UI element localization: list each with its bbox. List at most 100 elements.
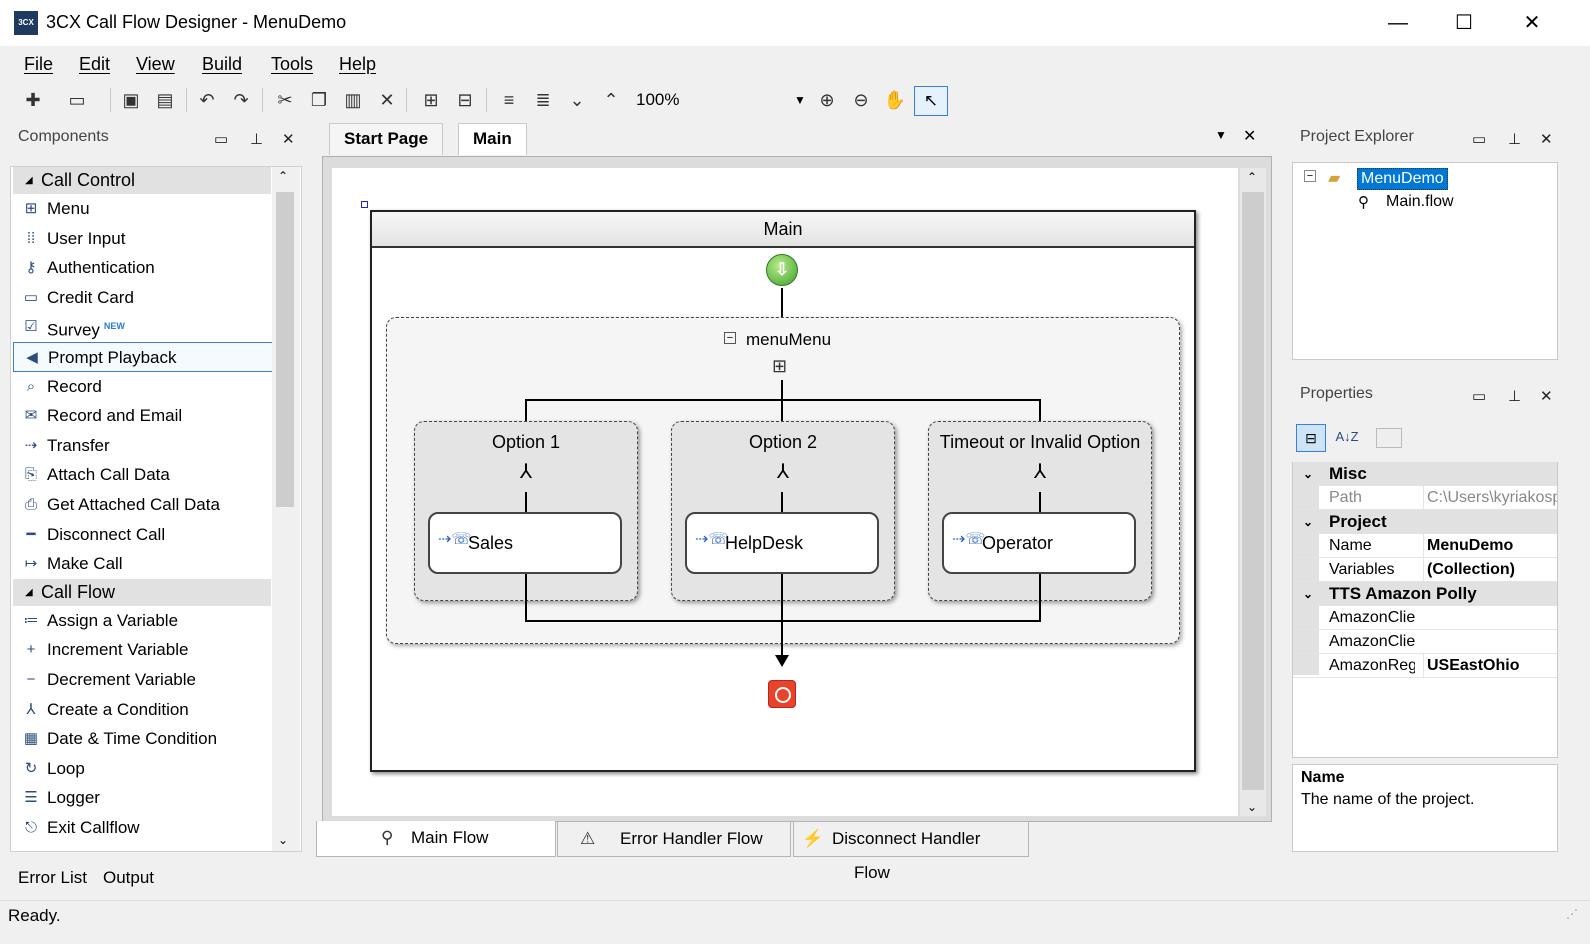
chevron-down-icon[interactable]: ▼ [794,93,806,107]
collapse-icon[interactable]: − [1304,170,1316,182]
menu-help[interactable]: Help [339,54,377,74]
component-disconnect-call[interactable]: ━Disconnect Call [13,520,273,550]
build-icon[interactable]: ⊞ [423,90,439,110]
chevron-down-icon[interactable]: ▼ [1215,128,1227,142]
zoom-in-icon[interactable]: ⊕ [819,90,835,110]
window-position-icon[interactable]: ▭ [1472,388,1487,405]
pin-icon[interactable]: ⊥ [1508,131,1522,148]
chevron-down-icon[interactable]: ⌄ [1303,515,1314,529]
tree-item-main-flow[interactable]: Main.flow [1386,193,1454,210]
chevron-down-icon[interactable]: ⌄ [278,833,289,847]
save-icon[interactable]: ▣ [122,90,140,110]
tab-main-flow[interactable]: ⚲ Main Flow [316,821,556,857]
close-button[interactable]: ✕ [1523,12,1541,34]
pin-icon[interactable]: ⊥ [250,131,264,148]
component-assign-a-variable[interactable]: ≔Assign a Variable [13,606,273,636]
resize-grip-icon[interactable]: ⋰ [1566,907,1578,921]
chevron-up-icon[interactable]: ⌃ [278,169,289,183]
component-increment-variable[interactable]: +Increment Variable [13,635,273,665]
component-date-time-condition[interactable]: ▦Date & Time Condition [13,724,273,754]
window-position-icon[interactable]: ▭ [1472,131,1487,148]
undo-icon[interactable]: ↶ [199,90,215,110]
tab-error-handler-flow[interactable]: ⚠ Error Handler Flow [557,821,791,857]
property-pages-icon[interactable] [1376,428,1402,448]
component-user-input[interactable]: ⁞⁞User Input [13,224,273,254]
zoom-select[interactable]: 100% [636,90,680,109]
categorized-icon[interactable]: ⊟ [1296,424,1326,452]
property-category-project[interactable]: ⌄ Project [1293,510,1557,534]
component-create-a-condition[interactable]: ⅄Create a Condition [13,695,273,725]
pointer-icon[interactable]: ↖ [914,86,948,116]
collapse-icon[interactable]: − [724,332,736,344]
expand-triangle-icon[interactable]: ◢ [25,586,33,598]
tree-item-project[interactable]: MenuDemo [1357,168,1448,190]
property-row-name[interactable]: Name MenuDemo [1293,534,1557,558]
delete-icon[interactable]: ✕ [379,90,395,110]
property-row-variables[interactable]: Variables (Collection) [1293,558,1557,582]
property-row-amazon-client-2[interactable]: AmazonClier [1293,630,1557,654]
component-exit-callflow[interactable]: ⎋Exit Callflow [13,813,273,843]
component-record-and-email[interactable]: ✉Record and Email [13,401,273,431]
window-position-icon[interactable]: ▭ [214,131,229,148]
component-menu[interactable]: ⊞Menu [13,194,273,224]
comment-icon[interactable]: ≡ [503,90,515,110]
minimize-button[interactable]: — [1388,12,1408,34]
component-attach-call-data[interactable]: ⎘Attach Call Data [13,460,273,490]
close-panel-icon[interactable]: ✕ [1540,131,1553,148]
uncomment-icon[interactable]: ≣ [535,90,551,110]
menu-build[interactable]: Build [202,54,243,74]
tab-start-page[interactable]: Start Page [329,123,444,155]
tab-disconnect-handler-flow[interactable]: ⚡ Disconnect Handler Flow [793,821,1029,882]
paste-icon[interactable]: ▥ [344,90,362,110]
property-row-path[interactable]: Path C:\Users\kyriakosp [1293,486,1557,510]
close-tab-icon[interactable]: ✕ [1243,128,1257,145]
maximize-button[interactable]: ☐ [1455,12,1473,34]
pan-hand-icon[interactable]: ✋ [883,90,907,110]
component-get-attached-call-data[interactable]: ⎙Get Attached Call Data [13,490,273,520]
chevron-down-icon[interactable]: ⌄ [1247,800,1258,814]
property-value[interactable]: (Collection) [1423,558,1557,581]
property-value[interactable]: USEastOhio [1423,654,1557,677]
category-header[interactable]: ◢Call Control [13,167,271,194]
component-credit-card[interactable]: ▭Credit Card [13,283,273,313]
property-category-misc[interactable]: ⌄ Misc [1293,462,1557,486]
close-panel-icon[interactable]: ✕ [282,131,295,148]
end-icon[interactable] [768,680,796,708]
start-icon[interactable]: ⇩ [766,254,798,286]
chevron-down-icon[interactable]: ⌄ [1303,467,1314,481]
component-prompt-playback[interactable]: ◀Prompt Playback [13,341,273,372]
new-project-icon[interactable]: ✚ [25,90,41,110]
scrollbar-thumb[interactable] [276,192,294,507]
alphabetical-icon[interactable]: A↓Z [1335,429,1359,444]
move-down-icon[interactable]: ⌄ [569,90,585,110]
move-up-icon[interactable]: ⌃ [603,90,619,110]
close-panel-icon[interactable]: ✕ [1540,388,1553,405]
component-transfer[interactable]: ⇢Transfer [13,431,273,461]
menu-view[interactable]: View [136,54,175,74]
tab-output[interactable]: Output [103,868,155,887]
property-row-amazon-region[interactable]: AmazonReg USEastOhio [1293,654,1557,678]
chevron-up-icon[interactable]: ⌃ [1247,170,1258,184]
tab-main[interactable]: Main [458,123,527,155]
tab-error-list[interactable]: Error List [18,868,87,887]
cut-icon[interactable]: ✂ [277,90,293,110]
transfer-operator[interactable]: ⇢☏ Operator [942,512,1136,574]
open-folder-icon[interactable]: ▭ [68,90,86,110]
pin-icon[interactable]: ⊥ [1508,388,1522,405]
build-all-icon[interactable]: ⊟ [457,90,473,110]
component-authentication[interactable]: ⚷Authentication [13,253,273,283]
component-loop[interactable]: ↻Loop [13,754,273,784]
property-value[interactable]: MenuDemo [1423,534,1557,557]
menu-edit[interactable]: Edit [79,54,111,74]
component-decrement-variable[interactable]: −Decrement Variable [13,665,273,695]
menu-tools[interactable]: Tools [271,54,314,74]
property-category-tts[interactable]: ⌄ TTS Amazon Polly [1293,582,1557,606]
redo-icon[interactable]: ↷ [233,90,249,110]
component-logger[interactable]: ☰Logger [13,783,273,813]
menu-file[interactable]: File [24,54,54,74]
property-row-amazon-client-1[interactable]: AmazonClier [1293,606,1557,630]
chevron-down-icon[interactable]: ⌄ [1303,587,1314,601]
option-2-branch[interactable]: Option 2 ⅄ [671,421,895,601]
selection-handle[interactable] [361,201,368,208]
transfer-sales[interactable]: ⇢☏ Sales [428,512,622,574]
